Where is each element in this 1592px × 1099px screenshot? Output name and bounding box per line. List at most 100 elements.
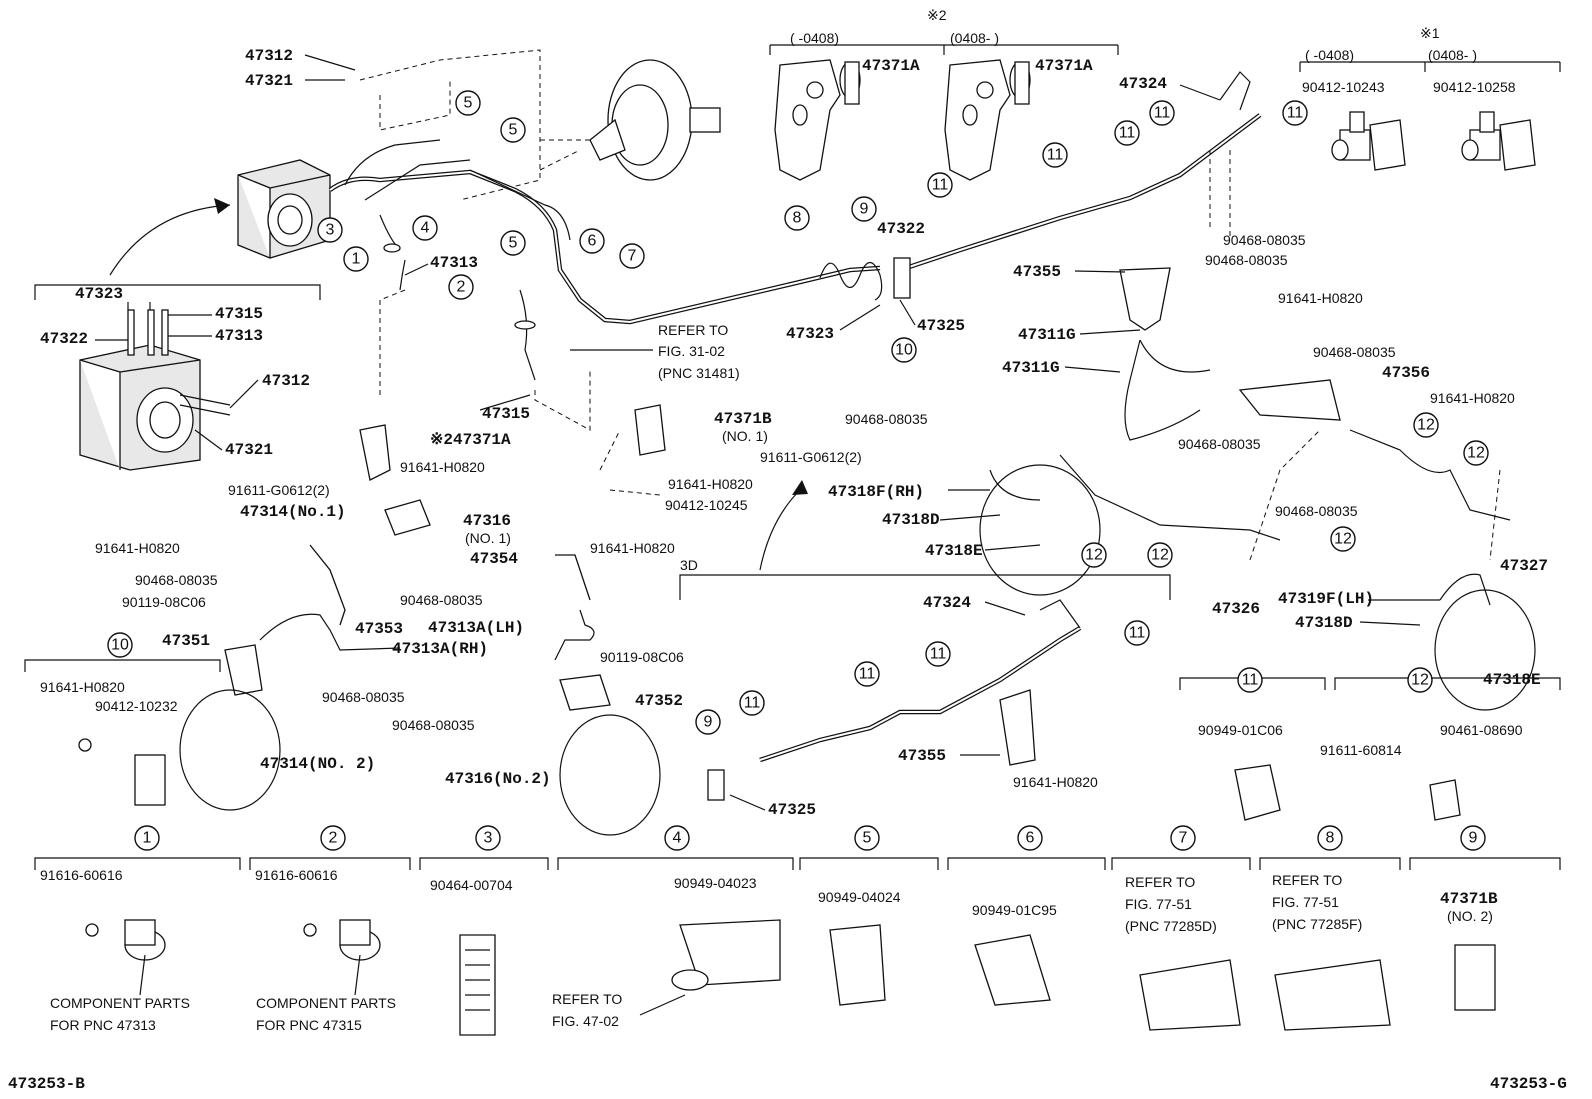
callout-b8: 8 bbox=[1317, 825, 1343, 851]
bottom-brackets bbox=[34, 857, 1561, 870]
actuator-detail-bracket bbox=[34, 284, 321, 300]
part-labels: 47312 47321 47323 47322 47315 47313 4731… bbox=[8, 47, 1567, 1093]
ref-comp2-1: COMPONENT PARTS bbox=[256, 995, 396, 1011]
note1-range-b: (0408- ) bbox=[1428, 47, 1477, 63]
svg-text:11: 11 bbox=[1047, 147, 1064, 164]
svg-text:9: 9 bbox=[704, 714, 713, 731]
label-90468-r1: 90468-08035 bbox=[1223, 232, 1306, 248]
bracket-47324 bbox=[1219, 71, 1251, 111]
ref-fig77f-3: (PNC 77285F) bbox=[1272, 916, 1362, 932]
label-90119-l: 90119-08C06 bbox=[122, 594, 206, 610]
note1-mark: ※1 bbox=[1420, 25, 1440, 41]
leader-lines bbox=[95, 54, 1440, 1016]
callout-12a: 12 bbox=[1413, 412, 1439, 438]
label-k9-47371b: 47371B bbox=[1440, 890, 1498, 908]
callout-11d: 11 bbox=[1149, 100, 1175, 126]
hose-47319f-lh bbox=[1439, 573, 1491, 606]
label-k5-90949: 90949-04024 bbox=[818, 889, 901, 905]
label-90468-m1: 90468-08035 bbox=[845, 411, 928, 427]
wheel-fr-outline bbox=[979, 464, 1101, 596]
arrow-head bbox=[214, 198, 230, 214]
svg-text:8: 8 bbox=[1326, 830, 1335, 847]
svg-text:11: 11 bbox=[1129, 625, 1146, 642]
note2-mark: ※2 bbox=[927, 7, 947, 23]
label-k3-90464: 90464-00704 bbox=[430, 877, 513, 893]
callout-b9: 9 bbox=[1460, 825, 1486, 851]
label-47353: 47353 bbox=[355, 620, 403, 638]
label-90468-r4: 90468-08035 bbox=[1178, 436, 1261, 452]
label-90468-r3: 90468-08035 bbox=[1313, 344, 1396, 360]
ref-fig77f-1: REFER TO bbox=[1272, 872, 1342, 888]
svg-text:3: 3 bbox=[326, 222, 335, 239]
label-90412-r2: 90412-10258 bbox=[1433, 79, 1516, 95]
hose-47311g-2 bbox=[1139, 339, 1211, 373]
ref-fig31-2: FIG. 31-02 bbox=[658, 343, 725, 359]
callout-b5: 5 bbox=[854, 825, 880, 851]
inset-12-bracket bbox=[1334, 677, 1561, 690]
wheel-fl-outline bbox=[1434, 589, 1536, 711]
label-47318d-m: 47318D bbox=[882, 511, 940, 529]
pipe-thin-2 bbox=[364, 159, 471, 201]
diagram-code-right: 473253-G bbox=[1490, 1075, 1567, 1093]
label-91641-c2: 91641-H0820 bbox=[590, 540, 675, 556]
label-k6-90949: 90949-01C95 bbox=[972, 902, 1057, 918]
svg-text:11: 11 bbox=[1119, 125, 1136, 142]
dash-link-2 bbox=[534, 370, 591, 431]
bottom-part-drawings bbox=[85, 919, 1496, 1036]
label-47351: 47351 bbox=[162, 632, 210, 650]
pipe-12-mid bbox=[1059, 454, 1281, 541]
label-47371a-t1: 47371A bbox=[862, 57, 920, 75]
callout-12-inset: 12 bbox=[1407, 667, 1433, 693]
label-47312-l: 47312 bbox=[262, 372, 310, 390]
bracket-inner-dashed bbox=[379, 80, 451, 131]
bracket-47351 bbox=[224, 644, 263, 696]
arrow-head-2 bbox=[792, 480, 808, 495]
note2-range-a: ( -0408) bbox=[790, 30, 839, 46]
callout-11e: 11 bbox=[1282, 100, 1308, 126]
callout-11c: 11 bbox=[1114, 120, 1140, 146]
label-90949-01c06: 90949-01C06 bbox=[1198, 722, 1283, 738]
callout-5a: 5 bbox=[455, 90, 481, 116]
ref-comp1-2: FOR PNC 47313 bbox=[50, 1017, 156, 1033]
bracket-47355-r bbox=[1119, 267, 1171, 331]
bracket-47356 bbox=[1238, 379, 1341, 421]
svg-text:11: 11 bbox=[1154, 105, 1171, 122]
label-90461: 90461-08690 bbox=[1440, 722, 1523, 738]
pipe-thin-3 bbox=[469, 169, 571, 241]
callout-b3: 3 bbox=[475, 825, 501, 851]
wheel-rl-outline bbox=[559, 714, 661, 836]
label-47321-top: 47321 bbox=[245, 72, 293, 90]
bracket-outline-dashed bbox=[359, 49, 541, 201]
label-k1-91616: 91616-60616 bbox=[40, 867, 123, 883]
hose-47318f-rh bbox=[989, 469, 1041, 501]
label-47313-l: 47313 bbox=[215, 327, 263, 345]
label-47323-c: 47323 bbox=[786, 325, 834, 343]
brake-booster bbox=[589, 59, 721, 181]
hose-47313a-rh bbox=[259, 613, 401, 651]
svg-text:12: 12 bbox=[1467, 445, 1485, 462]
callout-4: 4 bbox=[412, 215, 438, 241]
callout-12d: 12 bbox=[1147, 542, 1173, 568]
svg-text:11: 11 bbox=[1242, 672, 1259, 689]
label-47371a-t2: 47371A bbox=[1035, 57, 1093, 75]
callout-8: 8 bbox=[784, 205, 810, 231]
valve-90412-10258 bbox=[1461, 111, 1536, 171]
label-47324-t: 47324 bbox=[1119, 75, 1167, 93]
svg-text:9: 9 bbox=[860, 201, 869, 218]
bracket-47371a-1 bbox=[774, 59, 861, 181]
pipe-thin-1 bbox=[344, 139, 441, 186]
note2-range-b: (0408- ) bbox=[950, 30, 999, 46]
ref-fig77d-1: REFER TO bbox=[1125, 874, 1195, 890]
label-47324-b: 47324 bbox=[923, 594, 971, 612]
arrow-curve-2 bbox=[759, 489, 801, 571]
bracket-47371b-mid bbox=[634, 404, 666, 456]
diagram-code-left: 473253-B bbox=[8, 1075, 85, 1093]
ref-fig31-1: REFER TO bbox=[658, 322, 728, 338]
label-47325-c: 47325 bbox=[917, 317, 965, 335]
callout-7: 7 bbox=[619, 243, 645, 269]
label-47316-2: 47316(No.2) bbox=[445, 770, 551, 788]
callout-2: 2 bbox=[448, 274, 474, 300]
callout-12c: 12 bbox=[1081, 542, 1107, 568]
note1-range-a: ( -0408) bbox=[1305, 47, 1354, 63]
label-90412-c: 90412-10245 bbox=[665, 497, 748, 513]
